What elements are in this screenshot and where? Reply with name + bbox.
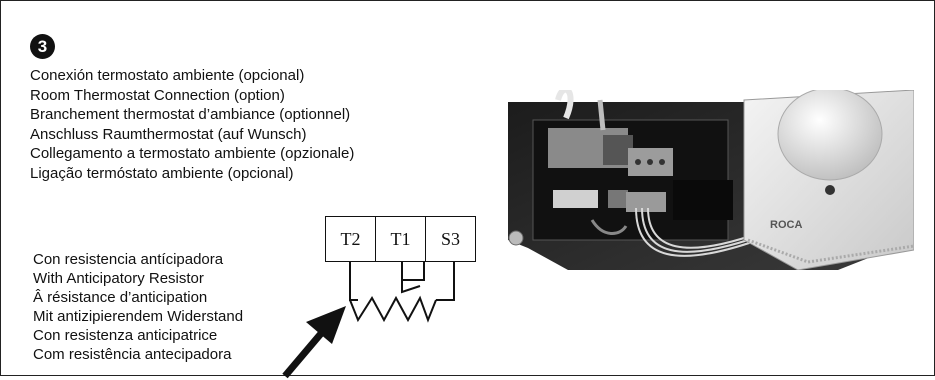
wire-s3 — [436, 262, 455, 301]
terminal-s3: S3 — [440, 229, 460, 249]
resistor-zigzag — [349, 295, 437, 323]
photo-brand-label: ROCA — [770, 219, 802, 231]
wire-t2 — [349, 262, 358, 301]
resistor-line-fr: Â résistance d’anticipation — [33, 289, 208, 306]
resistor-line-pt: Com resistência antecipadora — [33, 346, 232, 363]
wiring-diagram — [349, 262, 455, 323]
heading-list: Conexión termostato ambiente (opcional) … — [30, 66, 354, 183]
resistor-caption-list: Con resistencia antícipadora With Antici… — [33, 250, 243, 364]
wire-t1-s3-link — [401, 262, 425, 281]
step-number-badge: 3 — [30, 34, 55, 59]
heading-line-en: Room Thermostat Connection (option) — [30, 86, 285, 104]
resistor-line-es: Con resistencia antícipadora — [33, 251, 224, 268]
terminal-t2: T2 — [326, 217, 376, 261]
heading-line-es: Conexión termostato ambiente (opcional) — [30, 67, 305, 84]
terminal-t1: T1 — [376, 217, 426, 261]
resistor-line-en: With Anticipatory Resistor — [33, 270, 204, 287]
heading-line-pt: Ligação termóstato ambiente (opcional) — [30, 164, 294, 182]
heading-line-fr: Branchement thermostat d’ambiance (optio… — [30, 106, 351, 123]
resistor-line-it: Con resistenza anticipatrice — [33, 327, 218, 344]
thermostat-connection-photo: ROCA — [508, 90, 914, 270]
arrow-icon — [282, 306, 346, 379]
terminal-block: T2 T1 S3 — [325, 216, 476, 262]
thermostat-switch — [401, 280, 421, 294]
resistor-line-de: Mit antizipierendem Widerstand — [33, 308, 244, 325]
heading-line-de: Anschluss Raumthermostat (auf Wunsch) — [30, 125, 307, 143]
heading-line-it: Collegamento a termostato ambiente (opzi… — [30, 145, 355, 162]
